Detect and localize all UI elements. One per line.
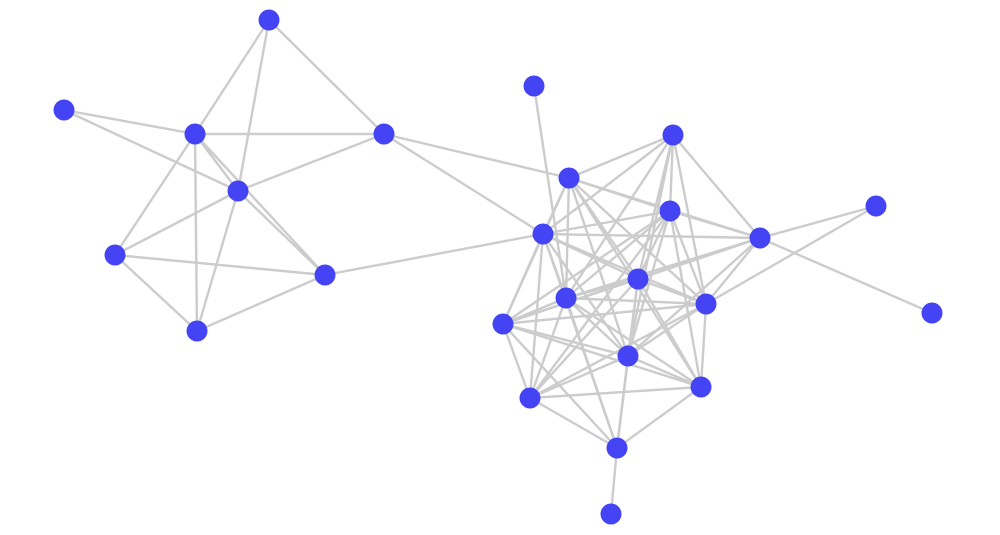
graph-edge bbox=[501, 232, 545, 326]
graph-edge bbox=[501, 296, 568, 326]
graph-edge bbox=[564, 296, 708, 306]
graph-node bbox=[921, 302, 943, 324]
graph-edge bbox=[501, 322, 630, 358]
graph-node bbox=[258, 9, 280, 31]
graph-edge bbox=[113, 253, 327, 277]
graph-edge bbox=[62, 108, 197, 136]
graph-edge bbox=[541, 232, 762, 240]
graph-node bbox=[532, 223, 554, 245]
graph-edge bbox=[528, 302, 708, 400]
graph-node bbox=[519, 387, 541, 409]
graph-node bbox=[373, 123, 395, 145]
graph-edge bbox=[704, 204, 878, 306]
graph-edge bbox=[323, 232, 545, 277]
graph-edge bbox=[113, 253, 199, 333]
graph-node bbox=[600, 503, 622, 525]
graph-edge bbox=[541, 232, 619, 450]
graph-node bbox=[227, 180, 249, 202]
graph-edge bbox=[668, 209, 703, 389]
nodes-layer bbox=[53, 9, 943, 525]
graph-edge bbox=[528, 277, 640, 400]
graph-edge bbox=[62, 108, 240, 193]
edges-layer bbox=[62, 18, 934, 516]
graph-edge bbox=[668, 209, 762, 240]
graph-edge bbox=[528, 232, 545, 400]
graph-edge bbox=[113, 189, 240, 257]
graph-edge bbox=[528, 209, 672, 400]
graph-node bbox=[865, 195, 887, 217]
graph-node bbox=[555, 287, 577, 309]
graph-node bbox=[606, 437, 628, 459]
graph-edge bbox=[541, 232, 630, 358]
graph-node bbox=[662, 124, 684, 146]
graph-edge bbox=[609, 446, 619, 516]
graph-edge bbox=[193, 132, 199, 333]
graph-edge bbox=[668, 209, 708, 306]
graph-node bbox=[523, 75, 545, 97]
graph-edge bbox=[541, 232, 708, 306]
graph-edge bbox=[541, 133, 675, 236]
graph-edge bbox=[541, 209, 672, 236]
graph-edge bbox=[615, 385, 703, 450]
graph-edge bbox=[113, 132, 197, 257]
graph-edge bbox=[564, 296, 630, 358]
graph-edge bbox=[528, 396, 619, 450]
graph-edge bbox=[501, 209, 672, 326]
graph-edge bbox=[195, 189, 240, 333]
graph-node bbox=[558, 167, 580, 189]
graph-edge bbox=[671, 133, 708, 306]
graph-edge bbox=[626, 354, 703, 389]
graph-edge bbox=[564, 133, 675, 300]
graph-edge bbox=[501, 302, 708, 326]
graph-edge bbox=[626, 236, 762, 358]
graph-edge bbox=[567, 176, 630, 358]
graph-node bbox=[314, 264, 336, 286]
graph-edge bbox=[758, 236, 934, 315]
graph-edge bbox=[193, 18, 271, 136]
graph-node bbox=[53, 99, 75, 121]
graph-edge bbox=[382, 132, 545, 236]
graph-edge bbox=[528, 354, 630, 400]
graph-edge bbox=[564, 176, 571, 300]
graph-edge bbox=[626, 133, 675, 358]
graph-edge bbox=[564, 209, 672, 300]
graph-edge bbox=[236, 189, 327, 277]
graph-edge bbox=[501, 322, 532, 400]
graph-node bbox=[617, 345, 639, 367]
graph-node bbox=[695, 293, 717, 315]
graph-edge bbox=[501, 322, 703, 389]
graph-edge bbox=[195, 273, 327, 333]
graph-edge bbox=[236, 132, 386, 193]
graph-edge bbox=[699, 302, 708, 389]
graph-edge bbox=[267, 18, 386, 136]
graph-edge bbox=[382, 132, 571, 180]
graph-node bbox=[659, 200, 681, 222]
graph-edge bbox=[668, 133, 675, 213]
graph-edge bbox=[193, 132, 327, 277]
graph-edge bbox=[236, 18, 271, 193]
graph-node bbox=[186, 320, 208, 342]
graph-node bbox=[104, 244, 126, 266]
graph-node bbox=[690, 376, 712, 398]
graph-node bbox=[184, 123, 206, 145]
graph-edge bbox=[636, 277, 703, 389]
graph-edge bbox=[615, 354, 630, 450]
graph-node bbox=[627, 268, 649, 290]
graph-edge bbox=[636, 209, 672, 281]
graph-edge bbox=[758, 204, 878, 240]
graph-edge bbox=[532, 84, 568, 300]
graph-edge bbox=[626, 302, 708, 358]
graph-edge bbox=[636, 277, 708, 306]
graph-node bbox=[492, 313, 514, 335]
graph-edge bbox=[567, 133, 675, 180]
graph-edge bbox=[528, 385, 703, 400]
graph-edge bbox=[528, 296, 568, 400]
graph-node bbox=[749, 227, 771, 249]
graph-edge bbox=[671, 133, 762, 240]
graph-edge bbox=[704, 236, 762, 306]
